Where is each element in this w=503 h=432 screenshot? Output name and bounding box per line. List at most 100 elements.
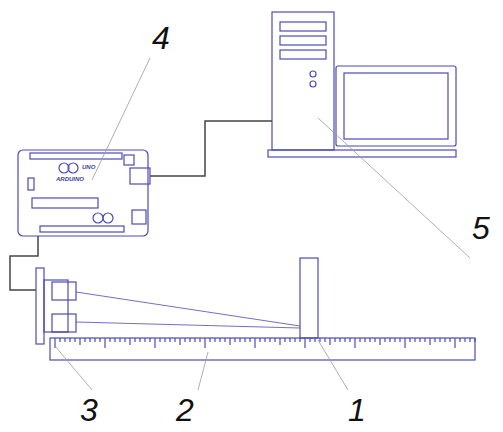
ruler-tick bbox=[249, 338, 250, 342]
ruler-tick bbox=[429, 338, 430, 345]
ruler-tick bbox=[189, 338, 190, 342]
ruler-tick bbox=[399, 338, 400, 342]
ruler-tick bbox=[184, 338, 185, 342]
sensor-board bbox=[44, 280, 68, 332]
ruler-tick bbox=[324, 338, 325, 342]
ruler-tick bbox=[194, 338, 195, 342]
drive-bay bbox=[280, 50, 326, 59]
ruler-tick bbox=[174, 338, 175, 342]
ruler-tick bbox=[209, 338, 210, 342]
ruler-tick bbox=[229, 338, 230, 345]
ruler-tick bbox=[379, 338, 380, 345]
ruler-tick bbox=[79, 338, 80, 345]
usb-port bbox=[130, 168, 150, 184]
ruler-tick bbox=[459, 338, 460, 342]
computer-tower bbox=[272, 12, 334, 150]
target-plate bbox=[300, 258, 318, 338]
capacitor bbox=[93, 213, 103, 223]
ruler-tick bbox=[344, 338, 345, 342]
usb-cable bbox=[150, 121, 272, 176]
ruler-tick bbox=[149, 338, 150, 342]
desk-base bbox=[268, 150, 456, 157]
ruler-tick bbox=[259, 338, 260, 342]
arduino-board bbox=[18, 150, 148, 236]
leader-line bbox=[318, 118, 470, 258]
transducer bbox=[52, 282, 76, 300]
ruler-tick bbox=[204, 338, 205, 348]
line-art bbox=[10, 12, 475, 360]
ruler-tick bbox=[74, 338, 75, 342]
ruler-tick bbox=[179, 338, 180, 345]
ruler-tick bbox=[434, 338, 435, 342]
ruler-tick bbox=[269, 338, 270, 342]
ruler-tick bbox=[449, 338, 450, 342]
ruler-tick bbox=[104, 338, 105, 348]
ruler-tick bbox=[134, 338, 135, 342]
leader-line bbox=[318, 340, 348, 390]
pin-header bbox=[40, 226, 124, 232]
transducer bbox=[52, 314, 76, 332]
board-text: ARDUINO bbox=[56, 176, 84, 182]
ruler-tick bbox=[164, 338, 165, 342]
ruler-tick bbox=[274, 338, 275, 342]
callout-number: 4 bbox=[152, 22, 170, 54]
sensor-wire bbox=[10, 236, 38, 290]
ruler-tick bbox=[424, 338, 425, 342]
callout-number: 3 bbox=[80, 394, 98, 426]
ruler-tick bbox=[464, 338, 465, 342]
callout-number: 1 bbox=[348, 394, 366, 426]
ruler-tick bbox=[169, 338, 170, 342]
leader-line bbox=[55, 346, 92, 390]
ruler-tick bbox=[224, 338, 225, 342]
ruler-tick bbox=[89, 338, 90, 342]
button bbox=[310, 71, 316, 77]
ruler-tick bbox=[314, 338, 315, 342]
ruler-tick bbox=[64, 338, 65, 342]
ruler-tick bbox=[354, 338, 355, 348]
ruler-ticks bbox=[55, 338, 475, 348]
power-jack bbox=[132, 210, 146, 224]
ruler-tick bbox=[214, 338, 215, 342]
ruler-tick bbox=[384, 338, 385, 342]
ruler-tick bbox=[124, 338, 125, 342]
ruler-tick bbox=[359, 338, 360, 342]
ruler-tick bbox=[114, 338, 115, 342]
monitor-screen bbox=[344, 73, 448, 139]
ruler-tick bbox=[419, 338, 420, 342]
ruler-tick bbox=[94, 338, 95, 342]
ruler-tick bbox=[234, 338, 235, 342]
ruler-tick bbox=[254, 338, 255, 348]
pin-header bbox=[30, 153, 122, 159]
ruler-tick bbox=[144, 338, 145, 342]
ruler-tick bbox=[199, 338, 200, 342]
ruler-tick bbox=[339, 338, 340, 342]
ruler-tick bbox=[119, 338, 120, 342]
ruler-tick bbox=[369, 338, 370, 342]
ruler-tick bbox=[394, 338, 395, 342]
ruler-tick bbox=[139, 338, 140, 342]
logo bbox=[68, 163, 78, 173]
ruler-tick bbox=[299, 338, 300, 342]
board-text: UNO bbox=[82, 164, 95, 170]
ruler-tick bbox=[414, 338, 415, 342]
callout-number: 5 bbox=[472, 212, 490, 244]
ruler bbox=[50, 338, 475, 360]
callout-number: 2 bbox=[176, 394, 194, 426]
ruler-tick bbox=[439, 338, 440, 342]
ruler-tick bbox=[329, 338, 330, 345]
ruler-tick bbox=[364, 338, 365, 342]
leader-line bbox=[92, 58, 150, 180]
ruler-tick bbox=[309, 338, 310, 342]
ruler-tick bbox=[469, 338, 470, 342]
icsp bbox=[28, 178, 34, 190]
ruler-tick bbox=[129, 338, 130, 345]
ruler-tick bbox=[284, 338, 285, 342]
beam-line bbox=[76, 292, 300, 326]
ruler-tick bbox=[99, 338, 100, 342]
ruler-tick bbox=[294, 338, 295, 342]
ruler-tick bbox=[454, 338, 455, 348]
ruler-tick bbox=[219, 338, 220, 342]
ruler-tick bbox=[444, 338, 445, 342]
ruler-tick bbox=[389, 338, 390, 342]
